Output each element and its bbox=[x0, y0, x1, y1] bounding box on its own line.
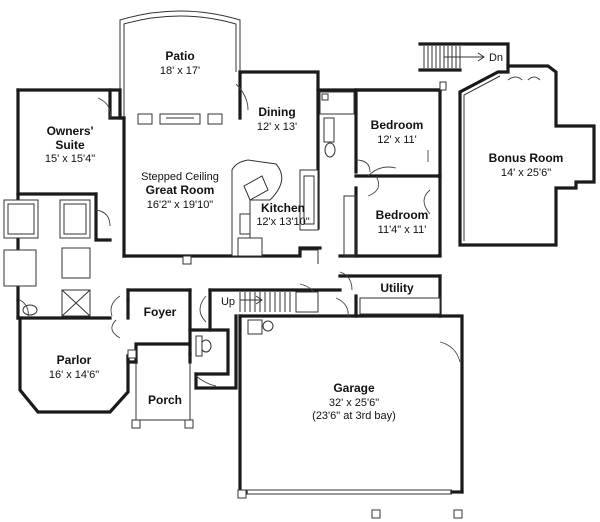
foyer-name: Foyer bbox=[144, 305, 177, 319]
owners-dims: 15' x 15'4" bbox=[45, 153, 95, 165]
stairs-down-label: Dn bbox=[489, 52, 503, 64]
windows bbox=[127, 81, 463, 519]
door-swings bbox=[19, 76, 541, 387]
bedroom-1-name: Bedroom bbox=[371, 118, 424, 132]
dining-name: Dining bbox=[258, 105, 295, 119]
bonus-room bbox=[458, 64, 596, 247]
bedroom-1-dims: 12' x 11' bbox=[377, 134, 416, 146]
bedroom-2-name: Bedroom bbox=[376, 208, 429, 222]
owners-name-1: Owners' bbox=[47, 124, 94, 138]
dining-dims: 12' x 13' bbox=[257, 121, 297, 133]
stairs-down bbox=[418, 42, 510, 72]
bedroom-2-dims: 11'4" x 11' bbox=[378, 224, 427, 236]
bonus-room-name: Bonus Room bbox=[489, 151, 564, 165]
utility-name: Utility bbox=[380, 281, 414, 295]
owners-bath bbox=[3, 192, 112, 317]
great-room-note: Stepped Ceiling bbox=[141, 171, 219, 183]
garage-name: Garage bbox=[333, 381, 375, 395]
room-labels: Patio 18' x 17' Dining 12' x 13' Owners'… bbox=[45, 49, 563, 422]
patio bbox=[119, 10, 241, 118]
bonus-room-dims: 14' x 25'6" bbox=[501, 167, 551, 179]
garage-dims: 32' x 25'6" bbox=[329, 397, 379, 409]
porch-name: Porch bbox=[148, 393, 182, 407]
kitchen-dims: 12'x 13'10" bbox=[256, 216, 309, 228]
owners-name-2: Suite bbox=[55, 138, 85, 152]
patio-dims: 18' x 17' bbox=[160, 65, 200, 77]
parlor-dims: 16' x 14'6" bbox=[49, 369, 99, 381]
parlor-name: Parlor bbox=[57, 353, 92, 367]
stairs-up bbox=[239, 292, 291, 312]
stairs-up-label: Up bbox=[221, 296, 235, 308]
patio-name: Patio bbox=[165, 49, 194, 63]
kitchen-fixtures bbox=[231, 159, 319, 257]
great-room-name: Great Room bbox=[146, 183, 215, 197]
great-room-dims: 16'2" x 19'10" bbox=[147, 199, 214, 211]
kitchen-name: Kitchen bbox=[261, 201, 305, 215]
garage-note: (23'6" at 3rd bay) bbox=[312, 410, 396, 422]
